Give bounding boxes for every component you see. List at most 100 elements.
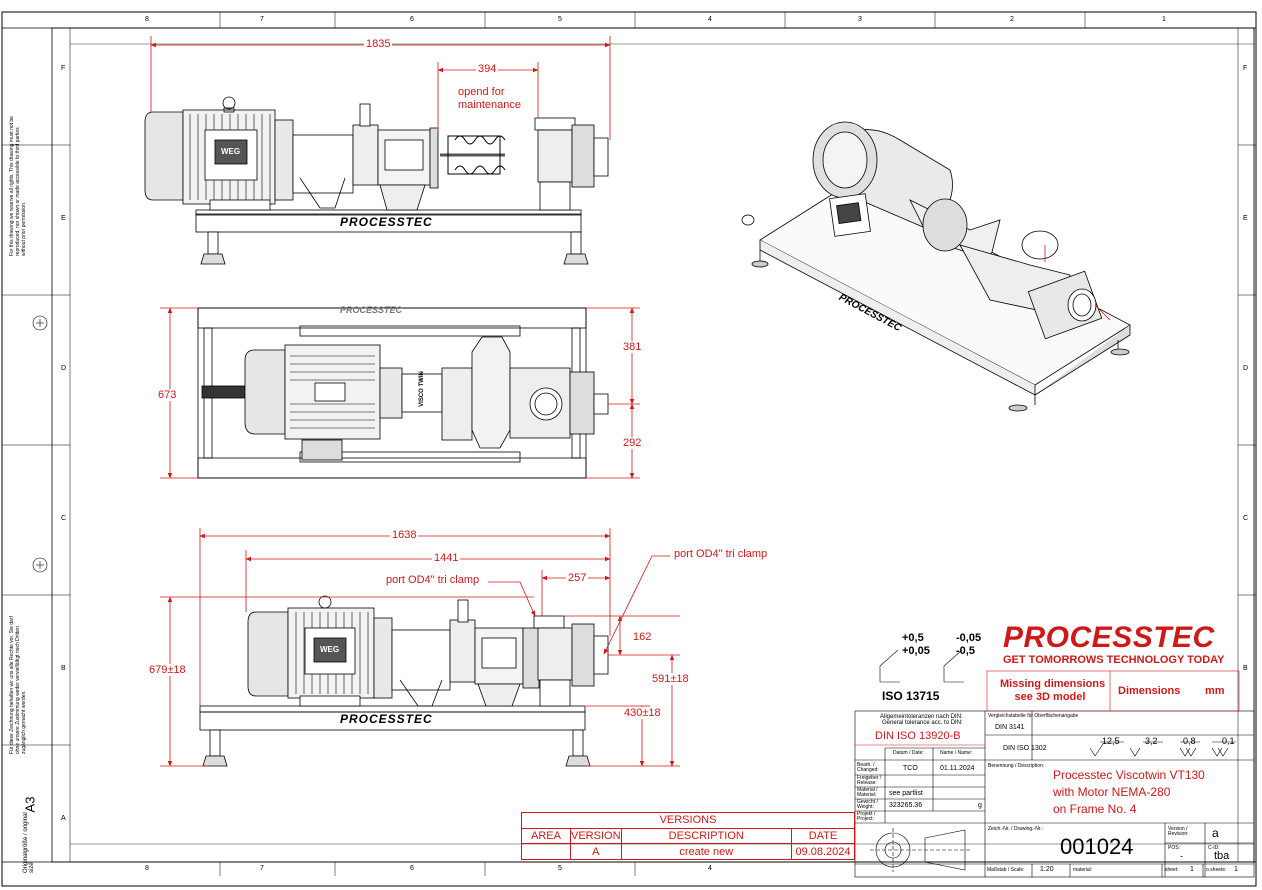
versions-table: VERSIONS AREA VERSION DESCRIPTION DATE A… bbox=[521, 812, 855, 860]
tol-lower-neg: -0,5 bbox=[956, 645, 975, 657]
dim-292: 292 bbox=[622, 437, 643, 449]
roughness-0-1: 0,1 bbox=[1222, 736, 1235, 746]
version-description: create new bbox=[620, 843, 793, 860]
sheet-frame bbox=[1, 11, 1257, 887]
surface-caption: Vergleichstabelle für Oberflächenangabe bbox=[988, 713, 1079, 719]
scale-caption: Maßstab / Scale: bbox=[987, 867, 1025, 873]
row-tick: E bbox=[61, 215, 66, 222]
description-caption: Benennung / Description: bbox=[988, 763, 1045, 769]
col-tick-bottom: 6 bbox=[410, 865, 414, 872]
maintenance-note-1: opend for bbox=[458, 86, 505, 98]
material-caption: Material / Material: bbox=[857, 787, 878, 798]
row-tick: A bbox=[61, 815, 66, 822]
din-3141: DIN 3141 bbox=[995, 724, 1025, 731]
copyright-note-upper: For this drawing we reserve all rights. … bbox=[9, 116, 27, 256]
row-tick-right: C bbox=[1243, 515, 1249, 522]
col-tick: 8 bbox=[145, 16, 149, 23]
copyright-note-lower: Für diese Zeichnung behalten wir uns all… bbox=[9, 616, 27, 754]
weight-value: 323265.36 bbox=[889, 802, 923, 809]
title-block-grid bbox=[854, 649, 1255, 878]
col-tick: 1 bbox=[1162, 16, 1166, 23]
versions-header-date: DATE bbox=[791, 827, 855, 845]
dimensions-label: Dimensions bbox=[1118, 685, 1181, 697]
roughness-12-5: 12,5 bbox=[1102, 736, 1120, 746]
dim-591: 591±18 bbox=[651, 673, 690, 685]
iso-13715: ISO 13715 bbox=[882, 689, 940, 703]
missing-dim-note-2: see 3D model bbox=[1014, 691, 1086, 703]
maintenance-note-2: maintenance bbox=[458, 99, 521, 111]
row-tick-right: F bbox=[1243, 65, 1248, 72]
motor-brand-top: WEG bbox=[221, 147, 241, 156]
dim-1638: 1638 bbox=[390, 529, 419, 541]
project-caption: Projekt / Project: bbox=[857, 811, 876, 822]
company-logo: PROCESSTEC bbox=[1003, 621, 1215, 654]
versions-header-version: VERSION bbox=[570, 827, 622, 845]
plan-view bbox=[197, 307, 609, 479]
version-id: A bbox=[570, 843, 622, 860]
col-date-caption: Datum / Date: bbox=[893, 750, 924, 756]
dim-679: 679±18 bbox=[148, 664, 187, 676]
cid-caption: C-ID: bbox=[1208, 845, 1220, 851]
port-note-1: port OD4" tri clamp bbox=[386, 574, 480, 586]
row-tick-right: E bbox=[1243, 215, 1248, 222]
company-slogan: GET TOMORROWS TECHNOLOGY TODAY bbox=[1003, 654, 1225, 666]
motor-brand-bottom: WEG bbox=[320, 645, 340, 654]
weight-caption: Gewicht / Weight: bbox=[857, 799, 878, 810]
din-iso-1302: DIN ISO 1302 bbox=[1003, 745, 1047, 752]
material-caption-2: material: bbox=[1073, 867, 1093, 873]
col-tick-bottom: 7 bbox=[260, 865, 264, 872]
row-tick: B bbox=[61, 665, 66, 672]
frame-brand-top: PROCESSTEC bbox=[340, 215, 433, 229]
col-tick: 4 bbox=[708, 16, 712, 23]
col-tick: 2 bbox=[1010, 16, 1014, 23]
dim-394: 394 bbox=[476, 63, 499, 75]
dim-1441: 1441 bbox=[432, 552, 461, 564]
released-caption: Freigeber / Release: bbox=[857, 775, 882, 786]
dim-1835: 1835 bbox=[364, 38, 393, 50]
company-brand: PROCESSTEC GET TOMORROWS TECHNOLOGY TODA… bbox=[1003, 621, 1239, 667]
tol-upper-neg: -0,05 bbox=[956, 632, 982, 644]
dimensions-unit: mm bbox=[1205, 685, 1225, 697]
roughness-0-8: 0,8 bbox=[1183, 736, 1196, 746]
gen-tol-value: DIN ISO 13920-B bbox=[875, 730, 961, 742]
versions-header-description: DESCRIPTION bbox=[620, 827, 793, 845]
row-tick: D bbox=[61, 365, 67, 372]
changed-caption: Bearb. / Changed: bbox=[857, 762, 879, 773]
port-note-2: port OD4" tri clamp bbox=[674, 548, 768, 560]
row-tick: C bbox=[61, 515, 67, 522]
description-line-1: Processtec Viscotwin VT130 bbox=[1053, 768, 1205, 782]
cid-value: tba bbox=[1214, 850, 1230, 862]
weight-unit: g bbox=[978, 802, 982, 809]
col-tick-bottom: 5 bbox=[558, 865, 562, 872]
frame-brand-plan: PROCESSTEC bbox=[340, 305, 403, 315]
sheets-value: 1 bbox=[1234, 866, 1238, 873]
col-tick: 6 bbox=[410, 16, 414, 23]
version-value: a bbox=[1212, 826, 1219, 840]
isometric-view bbox=[741, 121, 1131, 412]
sheet-caption: sheet: bbox=[1165, 867, 1179, 873]
versions-title: VERSIONS bbox=[521, 812, 855, 829]
versions-header-area: AREA bbox=[521, 827, 571, 845]
gen-tol-caption-de: Allgemeintoleranzen nach DIN: bbox=[880, 714, 963, 720]
row-tick-right: D bbox=[1243, 365, 1249, 372]
roughness-3-2: 3,2 bbox=[1145, 736, 1158, 746]
tol-lower-pos: +0,05 bbox=[902, 645, 930, 657]
scale-value: 1:20 bbox=[1040, 866, 1054, 873]
gen-tol-caption-en: General tolerance acc. to DIN: bbox=[882, 720, 963, 726]
changed-name: TCO bbox=[903, 765, 918, 772]
table-row: A create new 09.08.2024 bbox=[521, 843, 855, 860]
tol-upper-pos: +0,5 bbox=[902, 632, 924, 644]
dim-257: 257 bbox=[566, 572, 589, 584]
row-tick: F bbox=[61, 65, 66, 72]
pump-label-plan: VISCO TWIN bbox=[418, 371, 425, 407]
changed-date: 01.11.2024 bbox=[940, 765, 975, 772]
col-name-caption: Name / Name: bbox=[940, 750, 973, 756]
description-line-3: on Frame No. 4 bbox=[1053, 802, 1137, 816]
side-view-bottom-dimensions bbox=[160, 528, 680, 767]
side-view-top bbox=[144, 96, 609, 265]
sheets-caption: o.sheets: bbox=[1206, 867, 1227, 873]
format-caption: Originalgröße / original size bbox=[23, 812, 35, 873]
version-area bbox=[521, 843, 571, 860]
drawing-number: 001024 bbox=[1060, 834, 1134, 859]
